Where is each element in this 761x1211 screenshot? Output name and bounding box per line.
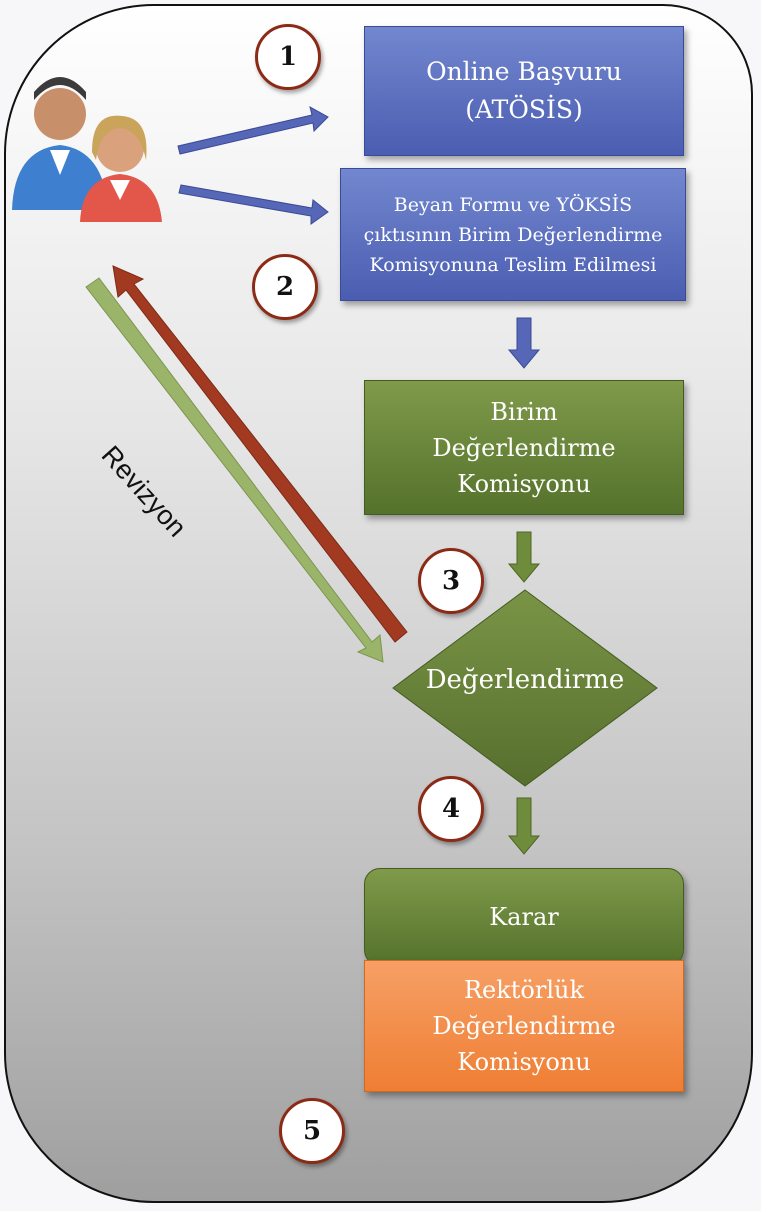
box-text: Değerlendirme (432, 1012, 616, 1040)
step-4-badge: 4 (418, 776, 484, 842)
arrow-to-declaration-form (178, 184, 329, 225)
box-text: Değerlendirme (432, 433, 616, 462)
users-icon (12, 77, 162, 222)
arrow-down-2 (507, 531, 541, 583)
arrow-down-3 (507, 797, 541, 855)
step-number: 2 (275, 272, 295, 302)
decision-box: Karar (364, 868, 684, 966)
online-application-box: Online Başvuru (ATÖSİS) (364, 26, 684, 156)
step-2-badge: 2 (252, 254, 318, 320)
box-text: Beyan Formu ve YÖKSİS (393, 193, 633, 216)
step-1-badge: 1 (255, 24, 321, 90)
box-text: Birim (490, 397, 558, 426)
evaluation-diamond (392, 589, 658, 787)
box-text: (ATÖSİS) (465, 95, 583, 124)
arrow-to-online-application (177, 106, 329, 155)
box-text: Karar (489, 903, 559, 931)
box-text: Komisyonu (457, 1048, 591, 1076)
arrow-down-1 (507, 317, 541, 369)
declaration-form-box: Beyan Formu ve YÖKSİS çıktısının Birim De… (340, 168, 686, 301)
box-text: Komisyonu (457, 469, 591, 498)
step-number: 4 (441, 794, 461, 824)
box-text: Komisyonuna Teslim Edilmesi (369, 253, 657, 276)
step-5-badge: 5 (279, 1098, 345, 1164)
submission-arrow-green (85, 277, 384, 663)
step-number: 3 (441, 566, 461, 596)
box-text: çıktısının Birim Değerlendirme (363, 223, 663, 246)
box-text: Online Başvuru (426, 57, 622, 86)
revision-arrow-red (112, 265, 408, 643)
step-number: 1 (278, 42, 298, 72)
step-3-badge: 3 (418, 548, 484, 614)
evaluation-label: Değerlendirme (425, 665, 625, 695)
step-number: 5 (302, 1116, 322, 1146)
box-text: Rektörlük (463, 976, 585, 1004)
